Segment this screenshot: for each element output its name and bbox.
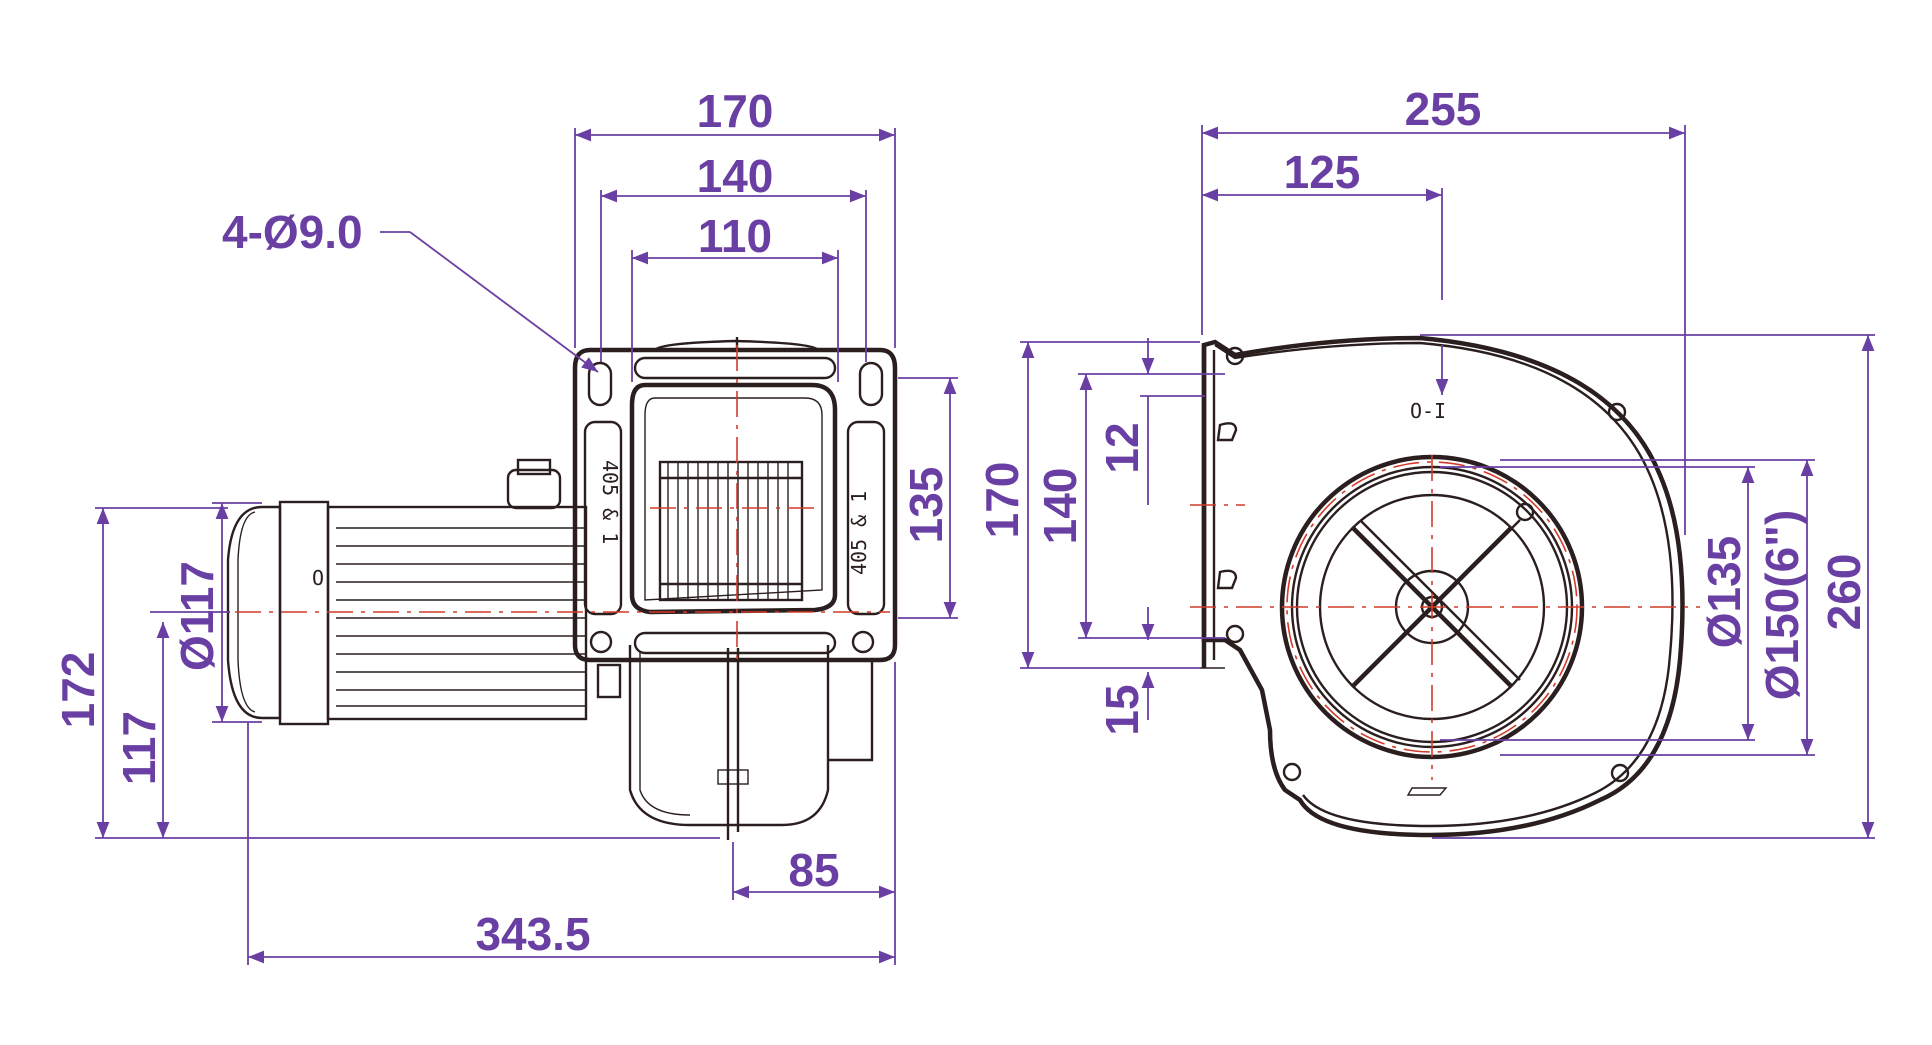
side-view: O 405 & 1 405 & 1 [52, 85, 958, 965]
volute-housing: O-I [1200, 335, 1685, 838]
dim-bottom-offset: 15 [1096, 684, 1148, 735]
hole-callout: 4-Ø9.0 [222, 206, 363, 258]
flange: 405 & 1 405 & 1 [572, 337, 898, 663]
dim-flange-width: 170 [697, 85, 774, 137]
motor: O [226, 458, 588, 726]
dim-flange-inner: 140 [1034, 468, 1086, 545]
dim-inlet-inner: Ø135 [1698, 536, 1750, 649]
mount-slot-tl [587, 361, 613, 407]
dim-motor-diameter: Ø117 [171, 561, 223, 671]
dim-front-overall-height: 260 [1818, 554, 1870, 631]
flange-label-right: 405 & 1 [847, 491, 871, 575]
front-view: O-I 255 125 170 140 12 [976, 83, 1875, 839]
mount-hole-bl [589, 630, 613, 654]
rotation-mark: O-I [1410, 399, 1446, 423]
blower-housing-side [596, 645, 874, 840]
flange-label-left: 405 & 1 [598, 460, 622, 544]
impeller-blades-side [667, 462, 789, 600]
dim-overall-height: 172 [52, 652, 104, 729]
dim-hole-spacing: 140 [697, 150, 774, 202]
dim-shaft-height: 117 [113, 711, 165, 785]
dim-inlet-outer: Ø150(6") [1756, 510, 1808, 701]
dim-overall-length: 343.5 [475, 908, 590, 960]
motor-cooling-fins [336, 527, 586, 707]
dim-opening-width: 110 [698, 210, 772, 262]
motor-label: O [312, 566, 324, 590]
dim-center-offset: 125 [1284, 146, 1361, 198]
dim-flange-offset: 12 [1096, 422, 1148, 473]
dim-overall-width: 255 [1405, 83, 1482, 135]
dim-outlet-center: 85 [788, 844, 839, 896]
dim-flange-outer: 170 [976, 462, 1028, 539]
dim-flange-height: 135 [900, 467, 952, 544]
mount-slot-tr [858, 361, 884, 407]
mount-hole-br [851, 630, 875, 654]
